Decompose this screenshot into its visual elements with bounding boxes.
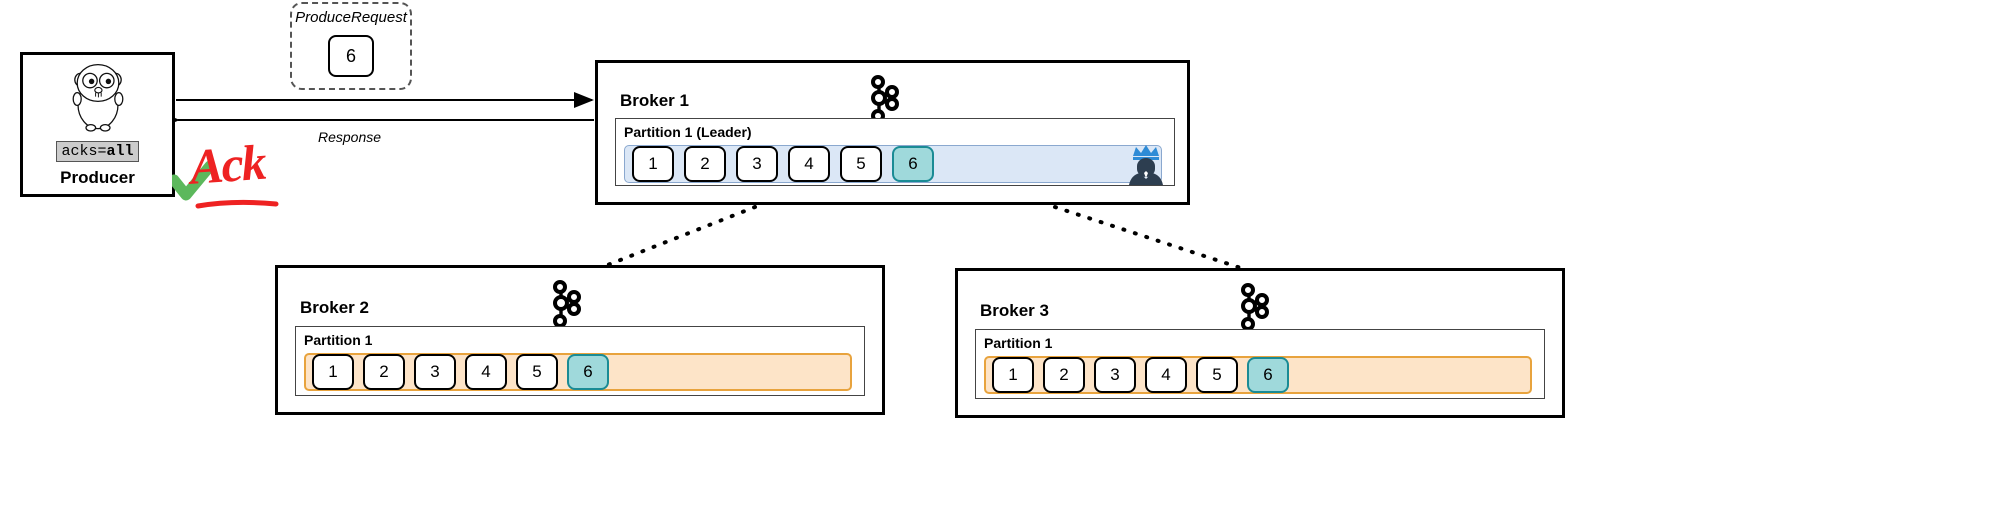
go-gopher-mascot-icon [72,63,123,132]
kafka-logo-icon [871,75,899,123]
message-box-current: 6 [892,146,934,182]
broker-2-partition: Partition 1 1 2 3 4 5 6 [295,326,865,396]
message-box: 4 [465,354,507,390]
message-box: 4 [1145,357,1187,393]
ack-text: Ack [188,133,267,195]
acks-config-label: acks=all [56,141,139,162]
replication-line-broker3 [1053,205,1255,274]
response-arrow-label: Response [318,129,382,145]
broker-2-partition-title: Partition 1 [304,332,373,348]
kafka-logo-icon [1241,283,1269,331]
ack-check-svg [168,160,279,209]
broker-3-log-bar: 1 2 3 4 5 6 [984,356,1532,394]
message-box: 2 [684,146,726,182]
broker-3-title: Broker 3 [980,301,1049,320]
broker-2-box[interactable]: Broker 2 Partition 1 1 2 3 4 5 6 [275,265,885,415]
message-box: 3 [736,146,778,182]
message-box: 1 [992,357,1034,393]
message-box: 4 [788,146,830,182]
acks-key: acks= [61,143,107,160]
broker-1-partition-title: Partition 1 (Leader) [624,124,752,140]
producer-box[interactable]: acks=all Producer [20,52,175,197]
message-box: 2 [1043,357,1085,393]
message-box: 5 [840,146,882,182]
broker-3-partition-title: Partition 1 [984,335,1053,351]
message-box: 2 [363,354,405,390]
kafka-logo-icon [553,280,581,328]
broker-1-log-bar: 1 2 3 4 5 6 [624,145,1162,183]
broker-2-title: Broker 2 [300,298,369,317]
message-box: 5 [1196,357,1238,393]
ack-underline [195,199,279,209]
crown-leader-icon [1129,145,1163,185]
broker-1-partition: Partition 1 (Leader) 1 2 3 4 5 6 [615,118,1175,186]
broker-3-box[interactable]: Broker 3 Partition 1 1 2 3 4 5 6 [955,268,1565,418]
acks-value: all [106,143,134,160]
produce-request-title: ProduceRequest [295,9,407,26]
ack-annotation: Ack [168,134,292,210]
produce-request-box: ProduceRequest 6 [290,2,412,90]
message-box: 3 [414,354,456,390]
broker-2-log-bar: 1 2 3 4 5 6 [304,353,852,391]
replication-line-broker2 [598,205,757,270]
broker-1-box[interactable]: Broker 1 Partition 1 (Leader) 1 2 3 4 5 … [595,60,1190,205]
message-box: 1 [632,146,674,182]
message-box: 1 [312,354,354,390]
message-box-current: 6 [1247,357,1289,393]
green-check-icon [168,160,216,201]
producer-title: Producer [60,168,135,187]
broker-3-partition: Partition 1 1 2 3 4 5 6 [975,329,1545,399]
message-box: 3 [1094,357,1136,393]
broker-1-title: Broker 1 [620,91,689,110]
message-box: 5 [516,354,558,390]
message-box-current: 6 [567,354,609,390]
produce-request-message: 6 [328,35,374,77]
